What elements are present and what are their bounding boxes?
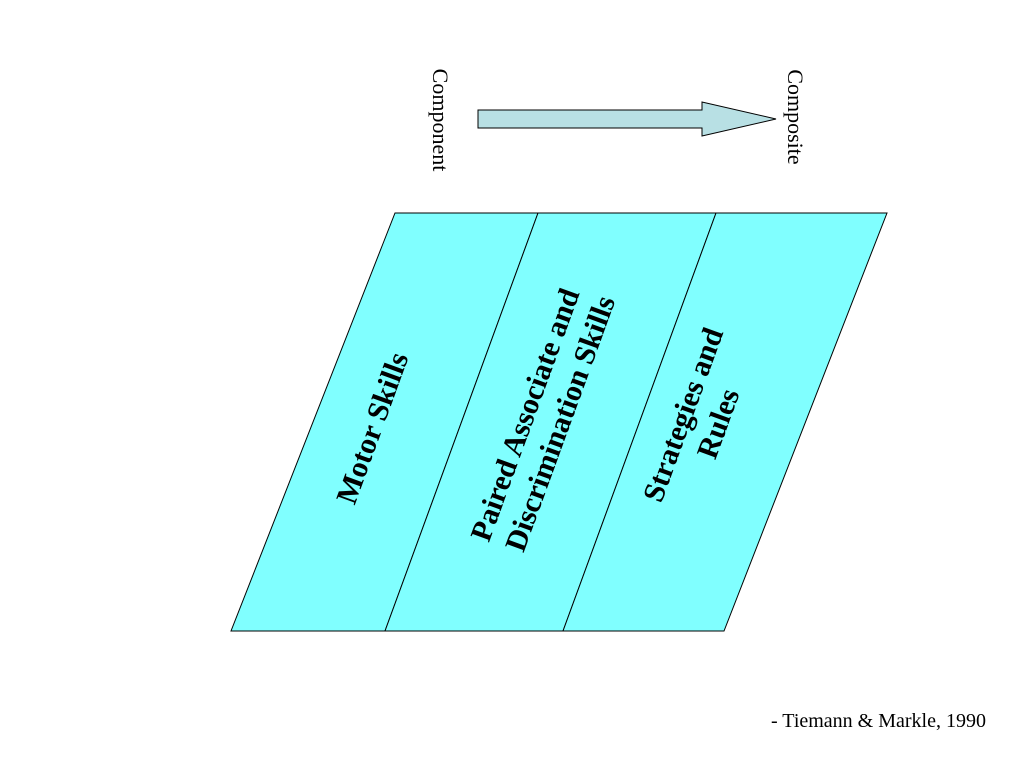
citation: - Tiemann & Markle, 1990	[771, 710, 986, 732]
direction-arrow	[477, 101, 777, 137]
band-strategies-rules	[562, 212, 888, 632]
component-label: Component	[428, 69, 453, 172]
composite-label: Composite	[783, 69, 808, 164]
